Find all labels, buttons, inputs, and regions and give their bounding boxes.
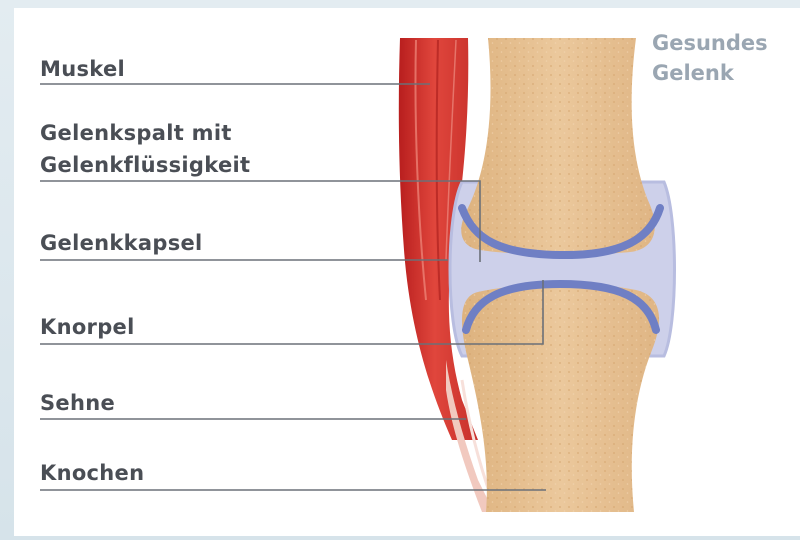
label-gelenkspalt-line-1: Gelenkspalt mit xyxy=(40,118,232,148)
label-knochen: Knochen xyxy=(40,458,144,488)
diagram-title: Gesundes Gelenk xyxy=(652,28,768,88)
label-sehne: Sehne xyxy=(40,388,115,418)
label-gelenkkapsel: Gelenkkapsel xyxy=(40,228,203,258)
label-gelenkspalt-line-2: Gelenkflüssigkeit xyxy=(40,150,250,180)
title-line-1: Gesundes xyxy=(652,28,768,58)
label-knorpel: Knorpel xyxy=(40,312,135,342)
label-muskel: Muskel xyxy=(40,54,125,84)
title-line-2: Gelenk xyxy=(652,58,768,88)
